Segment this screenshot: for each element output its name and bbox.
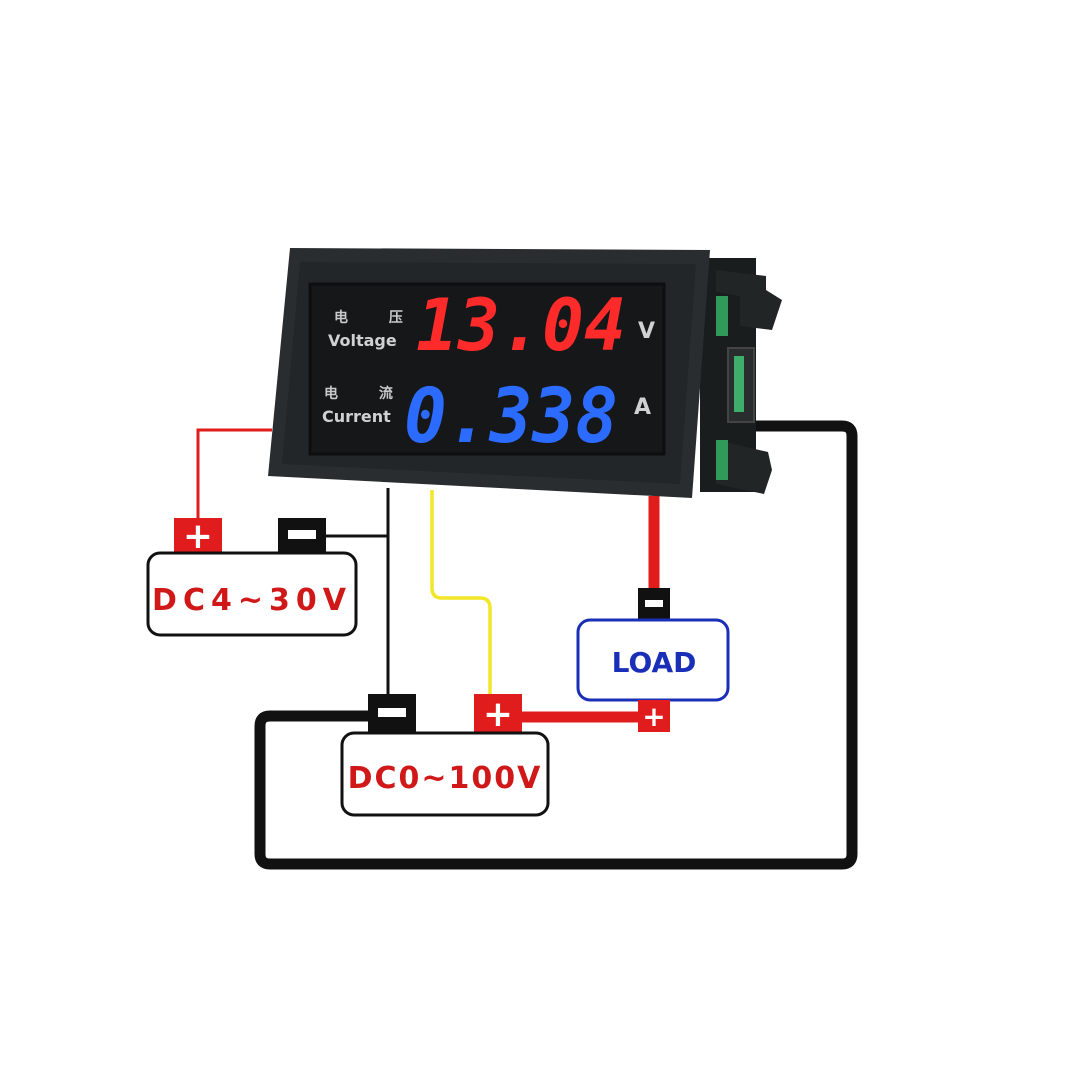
supply-large-body	[340, 731, 550, 817]
meter-labels: 电 压 Voltage 电 流 Current	[322, 309, 421, 426]
meter-connector-pins	[734, 356, 744, 412]
supply-large-minus-bar	[378, 708, 406, 717]
load-label: LOAD	[612, 646, 697, 679]
meter-readings: 13.04 V 0.338 A	[404, 283, 655, 460]
current-label-cn: 电 流	[324, 385, 411, 402]
load-plus-sign: +	[642, 700, 665, 733]
supply-large-label: DC0~100V	[348, 761, 543, 796]
supply-small-plus-terminal	[174, 518, 222, 554]
supply-small: + DC4~30V	[146, 516, 358, 637]
load-plus-terminal	[638, 700, 670, 732]
supply-large: + DC0~100V	[340, 694, 550, 817]
wire-black-thin-small-minus	[326, 488, 390, 538]
meter-pcb-bottom	[716, 440, 728, 480]
current-unit: A	[634, 395, 651, 420]
meter-clip-top	[716, 270, 782, 330]
supply-large-plus-terminal	[474, 694, 522, 734]
wire-black-thick-loop	[254, 420, 858, 870]
supply-small-plus-sign: +	[183, 516, 213, 557]
panel-meter	[268, 248, 782, 498]
wires	[196, 420, 858, 870]
meter-pcb-top	[716, 296, 728, 336]
voltage-label-cn: 电 压	[334, 309, 421, 326]
meter-clip-bottom	[716, 440, 772, 494]
load-minus-bar	[645, 600, 663, 607]
load: LOAD +	[576, 588, 730, 733]
supply-large-plus-sign: +	[483, 694, 513, 735]
supply-small-body	[146, 551, 358, 637]
meter-display	[308, 282, 666, 456]
voltage-label: Voltage	[328, 331, 397, 350]
current-reading: 0.338	[404, 371, 618, 460]
supply-small-label: DC4~30V	[152, 583, 352, 618]
current-label: Current	[322, 407, 391, 426]
voltage-unit: V	[638, 319, 655, 344]
supply-small-minus-bar	[288, 530, 316, 539]
wire-red-thin	[196, 428, 272, 522]
wire-yellow-thin	[430, 490, 492, 698]
voltage-reading: 13.04	[416, 283, 626, 367]
